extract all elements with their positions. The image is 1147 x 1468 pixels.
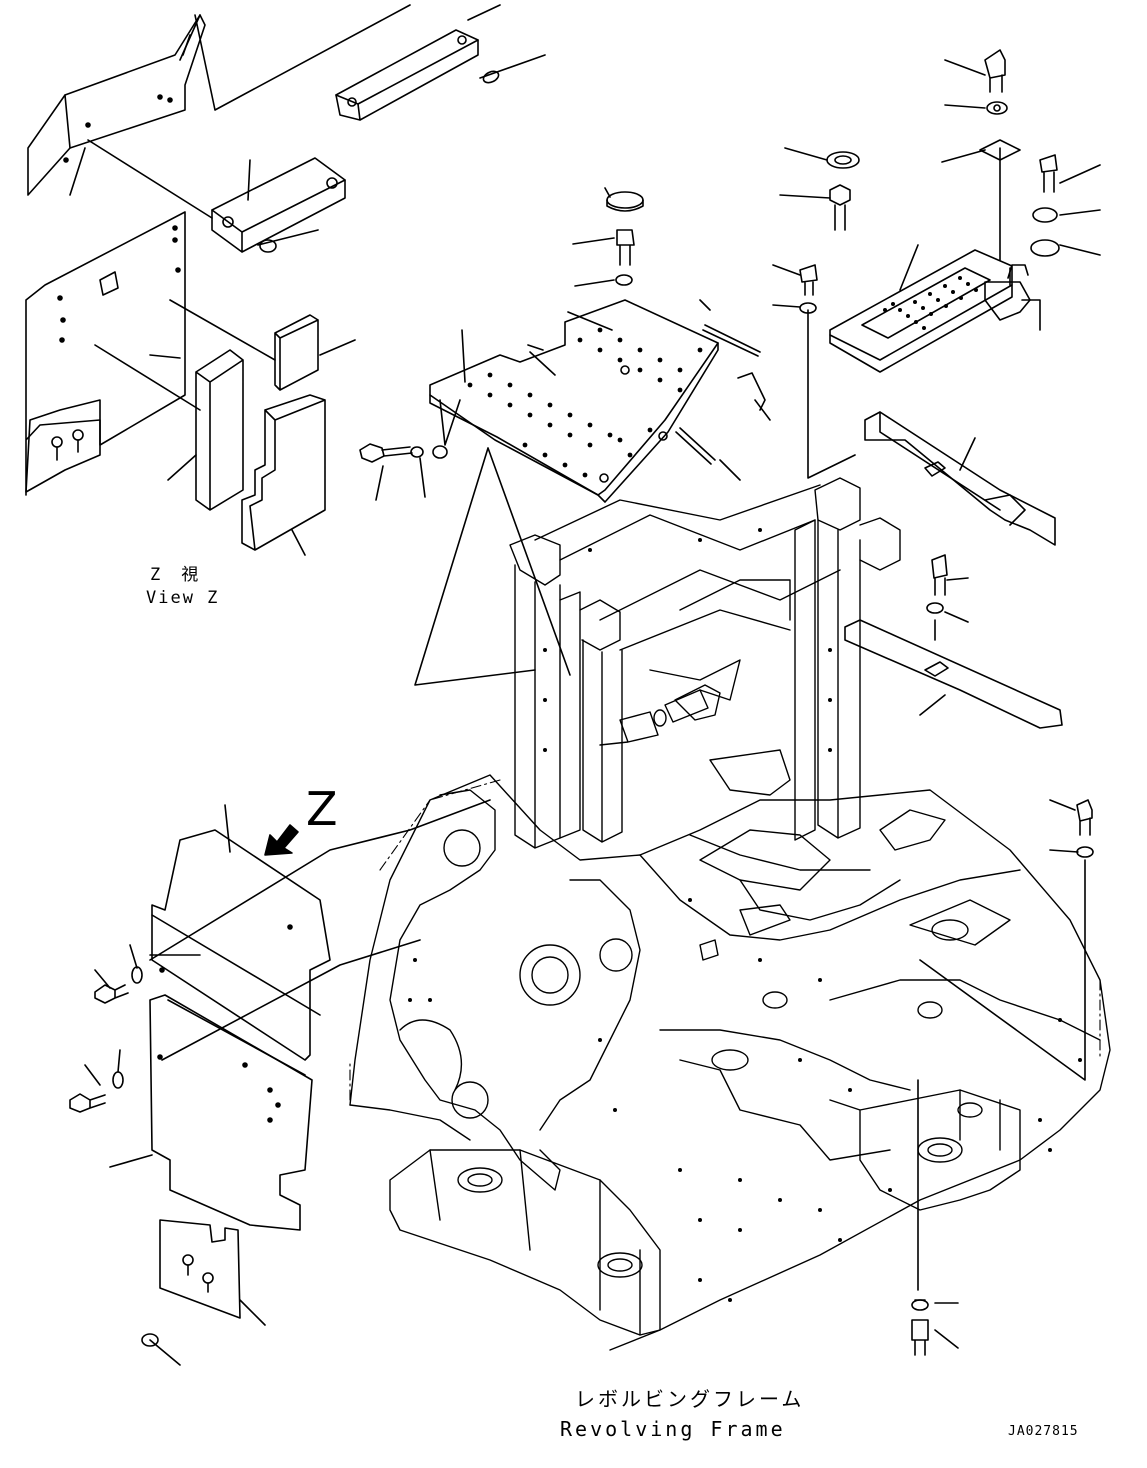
- foam-block-2: [274, 314, 319, 391]
- view-label-en: View Z: [146, 588, 220, 608]
- cap: [606, 191, 644, 209]
- view-z-arrow: [264, 824, 299, 856]
- floor-plate: [359, 187, 771, 686]
- side-panel: [25, 211, 186, 496]
- drawing-number: JA027815: [1008, 1424, 1079, 1439]
- view-label-jp: Z 視: [150, 565, 201, 585]
- battery-box: [772, 49, 1101, 479]
- foam-block-3: [241, 394, 326, 551]
- left-cover-panels: [69, 799, 491, 1366]
- dashed-guides: [349, 779, 1101, 1101]
- rubber-pad-1: [211, 157, 346, 233]
- frame-label-en: Revolving Frame: [560, 1417, 786, 1441]
- frame-label-jp: レボルビングフレーム: [575, 1387, 805, 1411]
- view-z-arrow-letter: Z: [306, 782, 338, 836]
- foam-block-1: [195, 349, 244, 511]
- right-hardware: [911, 799, 1094, 1356]
- revolving-frame: [349, 477, 1111, 1351]
- view-z-panels: [25, 4, 546, 556]
- top-cover-panel: [27, 14, 206, 196]
- brackets: [844, 411, 1063, 729]
